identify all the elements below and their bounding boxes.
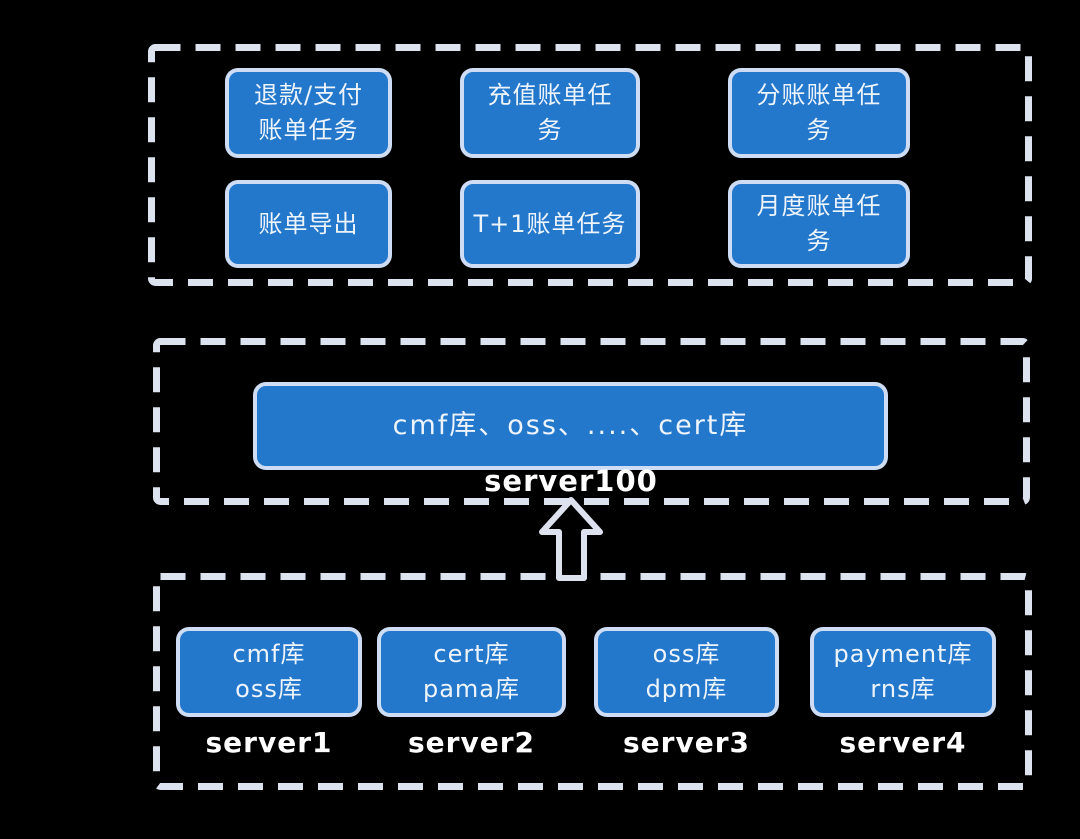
server3-label: server3	[623, 726, 750, 759]
server1-label: server1	[205, 726, 333, 759]
task-box-t-plus-1-billing: T+1账单任务	[460, 180, 640, 268]
server4-label: server4	[839, 726, 967, 759]
up-arrow-icon	[539, 497, 603, 581]
merged-db-box: cmf库、oss、....、cert库	[253, 382, 888, 470]
server-db-box-3: oss库 dpm库	[594, 627, 779, 717]
server-db-box-2: cert库 pama库	[377, 627, 566, 717]
source-servers-dashed-frame	[153, 573, 1032, 790]
task-box-monthly-billing: 月度账单任 务	[728, 180, 910, 268]
task-box-refund-payment-billing: 退款/支付 账单任务	[225, 68, 392, 158]
task-box-split-billing: 分账账单任 务	[728, 68, 910, 158]
server-db-box-1: cmf库 oss库	[176, 627, 362, 717]
task-box-bill-export: 账单导出	[225, 180, 392, 268]
server-db-box-4: payment库 rns库	[810, 627, 996, 717]
merged-server-dashed-frame	[153, 338, 1030, 505]
task-group-dashed-frame	[148, 44, 1032, 286]
task-box-recharge-billing: 充值账单任 务	[460, 68, 640, 158]
server2-label: server2	[408, 726, 535, 759]
server100-label: server100	[484, 464, 658, 498]
